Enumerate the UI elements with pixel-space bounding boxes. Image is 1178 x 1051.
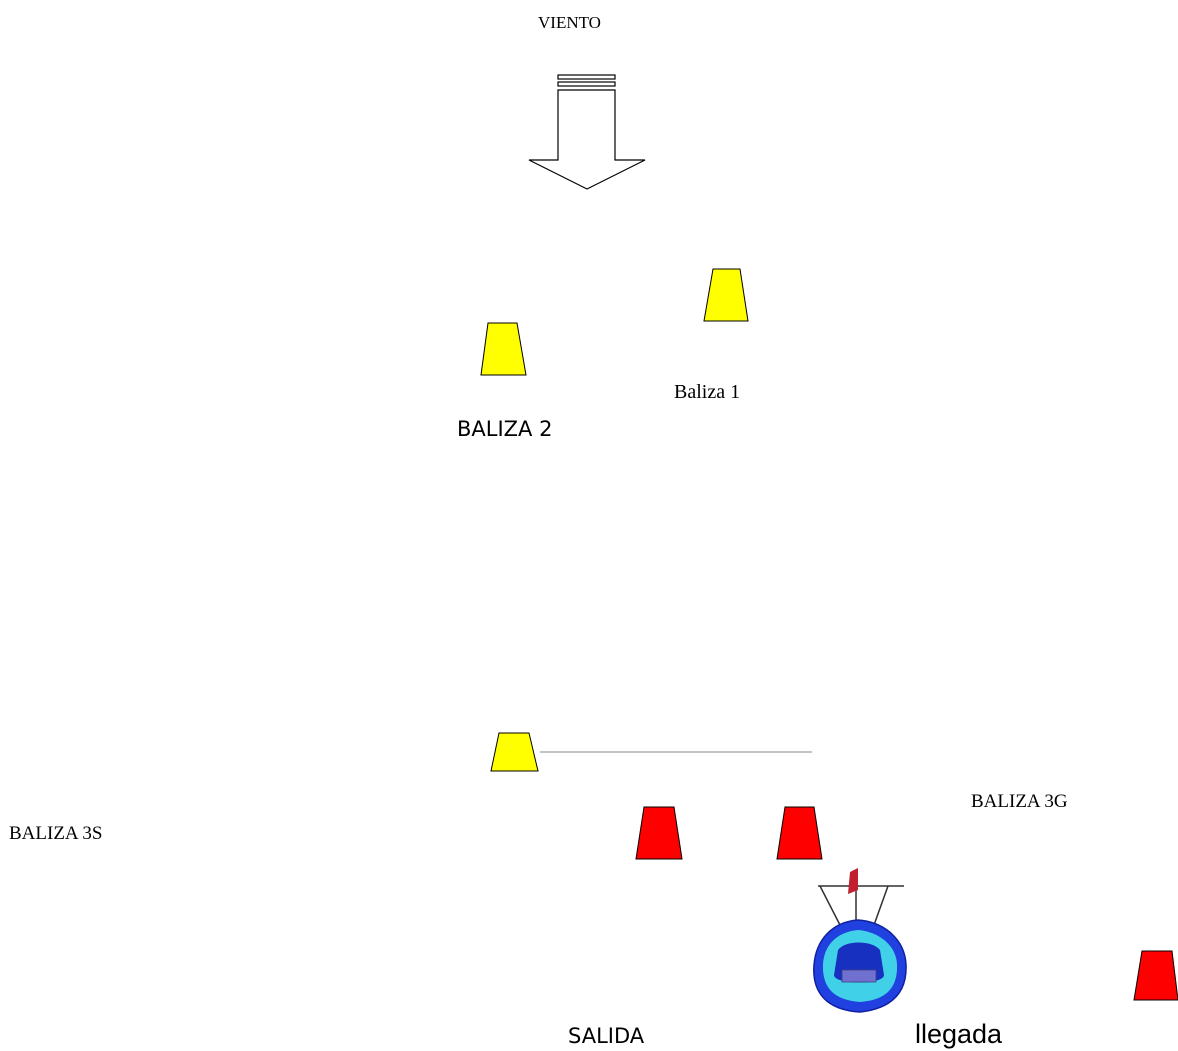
committee-boat-icon bbox=[813, 868, 907, 1013]
mark-1-buoy-icon bbox=[703, 268, 749, 322]
gate-red-buoy-left-icon bbox=[635, 806, 683, 860]
wind-label: VIENTO bbox=[538, 13, 601, 32]
mark-2-buoy-icon bbox=[480, 322, 527, 376]
start-label: SALIDA bbox=[568, 1024, 645, 1048]
finish-label: llegada bbox=[915, 1019, 1003, 1049]
wind-arrow-icon bbox=[528, 74, 646, 190]
mark-1-label: Baliza 1 bbox=[674, 381, 741, 403]
mark-2-label: BALIZA 2 bbox=[457, 417, 553, 441]
mark-3g-label: BALIZA 3G bbox=[971, 791, 1068, 812]
mark-3s-label: BALIZA 3S bbox=[9, 823, 103, 844]
finish-red-buoy-icon bbox=[1133, 950, 1178, 1001]
start-pin-buoy-icon bbox=[490, 732, 539, 772]
gate-red-buoy-right-icon bbox=[776, 806, 823, 860]
